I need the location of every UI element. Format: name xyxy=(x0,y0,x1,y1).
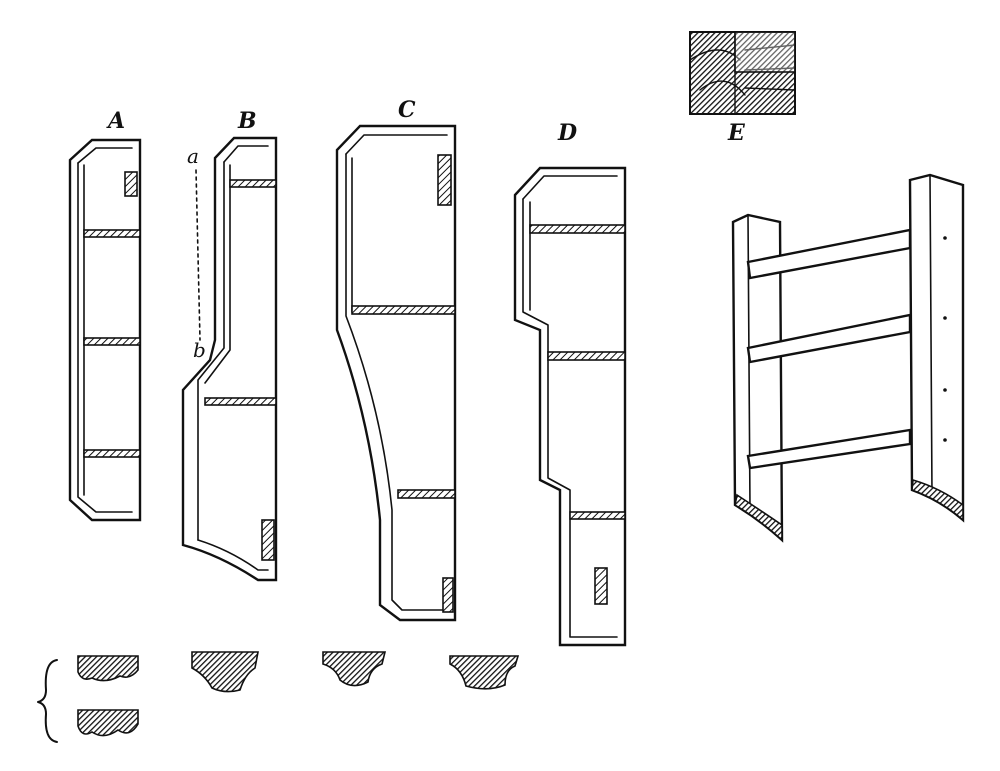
shelf xyxy=(397,489,456,499)
shelf xyxy=(746,428,912,470)
shelf xyxy=(529,224,626,234)
shelf xyxy=(83,229,141,238)
shelf-end-c: C xyxy=(335,97,457,622)
label-c: C xyxy=(398,97,416,123)
shelf xyxy=(83,449,141,458)
profile-b xyxy=(191,651,259,693)
shelf-end-a: A xyxy=(68,108,142,522)
shelf xyxy=(229,179,277,188)
label-e: E xyxy=(727,120,746,146)
mortise xyxy=(124,171,138,197)
point-a-label: a xyxy=(187,144,199,168)
mortise xyxy=(442,577,454,613)
profile-c xyxy=(322,651,387,687)
assembled-shelf-unit xyxy=(731,173,965,543)
brace xyxy=(37,659,58,743)
shelf xyxy=(547,351,626,361)
shelf xyxy=(569,511,626,520)
shelf-end-b: B a b xyxy=(181,108,278,582)
profile-d xyxy=(449,655,520,690)
shelf xyxy=(83,337,141,346)
shelf xyxy=(351,305,456,315)
point-b-label: b xyxy=(193,338,206,362)
mortise xyxy=(437,154,452,206)
label-a: A xyxy=(106,108,125,134)
profile-a-1 xyxy=(77,655,139,682)
profile-a-2 xyxy=(77,709,139,737)
mortise xyxy=(261,519,275,561)
mortise xyxy=(594,567,608,605)
dashed-line-a-b xyxy=(195,169,201,341)
label-b: B xyxy=(237,108,257,134)
shelf xyxy=(746,313,912,364)
moulding-profiles xyxy=(37,651,520,743)
shelf xyxy=(204,397,277,406)
shelf-end-d: D xyxy=(513,120,627,647)
shelf xyxy=(746,228,912,280)
joint-detail-e: E xyxy=(689,31,796,146)
label-d: D xyxy=(557,120,577,146)
